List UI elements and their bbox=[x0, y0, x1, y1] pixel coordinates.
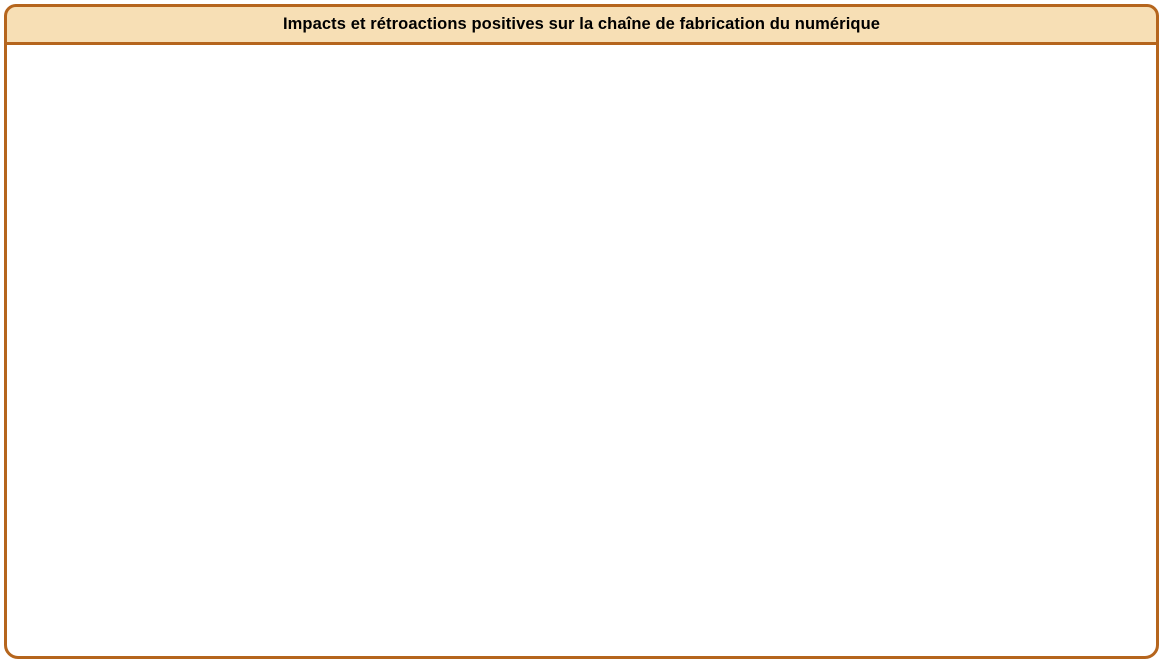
page-title: Impacts et rétroactions positives sur la… bbox=[282, 15, 881, 33]
title-bar: Impacts et rétroactions positives sur la… bbox=[4, 4, 1159, 45]
outer-frame bbox=[4, 4, 1159, 659]
